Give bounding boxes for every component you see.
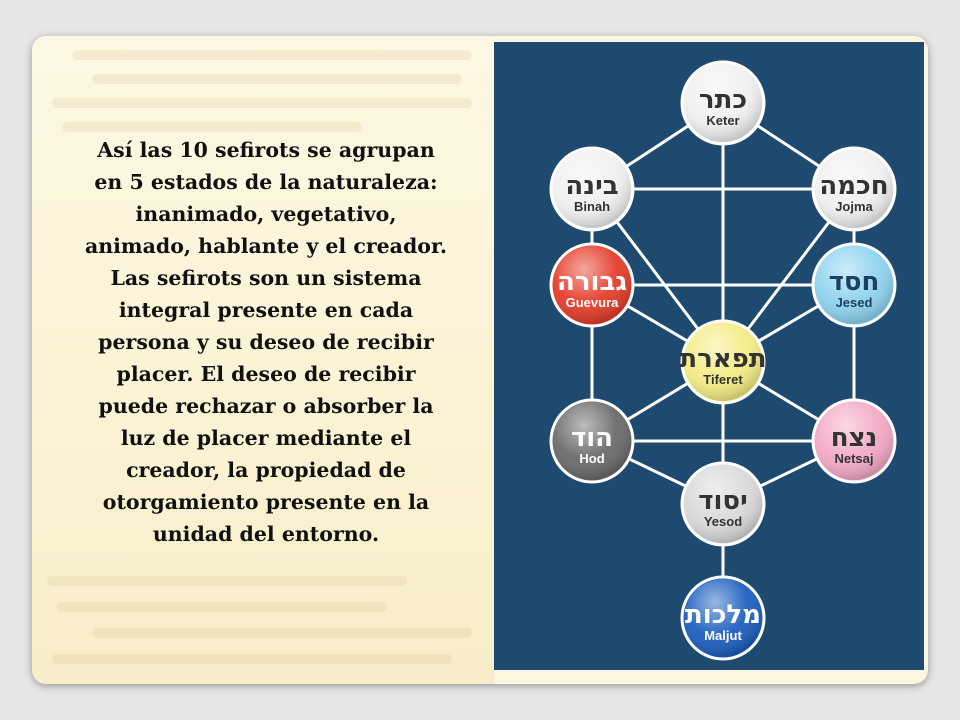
sefira-name-maljut: Maljut	[704, 628, 742, 643]
sefira-shine-netsaj	[815, 402, 893, 480]
sefira-name-hod: Hod	[579, 451, 604, 466]
parchment-background	[32, 36, 494, 684]
sefira-name-keter: Keter	[706, 113, 739, 128]
sefira-hebrew-jojma: חכמה	[819, 171, 888, 201]
slide-paragraph: Así las 10 sefirots se agrupan en 5 esta…	[84, 138, 448, 546]
sefira-shine-hod	[553, 402, 631, 480]
sefira-hebrew-tiferet: תפארת	[679, 344, 766, 374]
sefira-name-jesed: Jesed	[836, 295, 873, 310]
sefira-hebrew-guevura: גבורה	[557, 267, 627, 297]
sefira-name-binah: Binah	[574, 199, 610, 214]
sefira-name-tiferet: Tiferet	[703, 372, 743, 387]
sefira-hebrew-yesod: יסוד	[698, 486, 748, 516]
sefira-shine-jesed	[815, 246, 893, 324]
sefira-name-jojma: Jojma	[835, 199, 873, 214]
sefira-hebrew-keter: כתר	[699, 85, 747, 115]
sefira-name-netsaj: Netsaj	[834, 451, 873, 466]
sefira-shine-yesod	[684, 465, 762, 543]
sefira-hebrew-hod: הוד	[571, 423, 613, 453]
sefira-hebrew-jesed: חסד	[829, 267, 880, 297]
sefira-name-yesod: Yesod	[704, 514, 742, 529]
sefira-shine-tiferet	[684, 323, 762, 401]
sefira-hebrew-binah: בינה	[565, 171, 618, 201]
sefira-name-guevura: Guevura	[566, 295, 620, 310]
sefira-shine-keter	[684, 64, 762, 142]
sefira-shine-maljut	[684, 579, 762, 657]
slide: Así las 10 sefirots se agrupan en 5 esta…	[32, 36, 928, 684]
sefira-hebrew-netsaj: נצח	[831, 423, 878, 453]
sefira-shine-binah	[553, 150, 631, 228]
sefira-hebrew-maljut: מלכות	[685, 600, 761, 630]
sefira-shine-jojma	[815, 150, 893, 228]
sefira-shine-guevura	[553, 246, 631, 324]
